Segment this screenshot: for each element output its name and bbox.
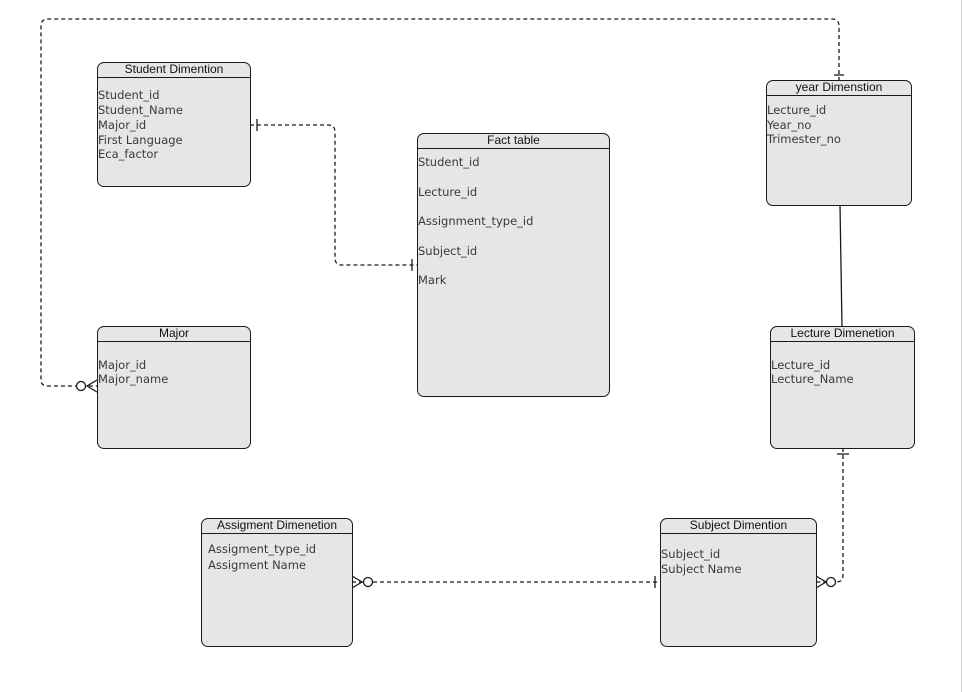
attribute: Lecture_id	[771, 358, 831, 372]
rel-lecture-subject-line	[816, 448, 844, 583]
attribute: Assignment_type_id	[418, 214, 534, 228]
rel-year-major-crowfoot	[85, 379, 98, 393]
attribute: Year_no	[767, 118, 812, 132]
attribute: Mark	[418, 273, 447, 287]
attribute: Lecture_Name	[771, 372, 854, 386]
entity-fact-table[interactable]: Fact table Student_id Lecture_id Assignm…	[417, 133, 610, 397]
attribute: Assigment Name	[208, 558, 307, 572]
entity-student-dimention[interactable]: Student Dimention Student_id Student_Nam…	[97, 62, 251, 187]
entity-assigment-dimenetion[interactable]: Assigment Dimenetion Assigment_type_id A…	[201, 518, 353, 647]
rel-subject-assignment-crowfoot	[351, 575, 364, 589]
entity-subject-dimention[interactable]: Subject Dimention Subject_id Subject Nam…	[660, 518, 817, 647]
entity-title: Lecture Dimenetion	[771, 327, 914, 342]
attribute: Lecture_id	[418, 185, 478, 199]
entity-title: year Dimenstion	[767, 81, 911, 96]
attribute: Subject_id	[661, 547, 721, 561]
attribute: Student_id	[418, 155, 480, 169]
rel-lecture-subject-crowfoot	[815, 575, 828, 589]
attribute: Lecture_id	[767, 103, 827, 117]
attribute: Major_id	[98, 358, 147, 372]
entity-title: Student Dimention	[98, 63, 250, 78]
attribute: Subject_id	[418, 244, 478, 258]
attribute: Student_Name	[98, 103, 183, 117]
entity-title: Fact table	[418, 134, 609, 149]
rel-year-major-zero-mark	[75, 380, 87, 392]
attribute: Major_id	[98, 118, 147, 132]
attribute: Student_id	[98, 88, 160, 102]
entity-year-dimenstion[interactable]: year Dimenstion Lecture_id Year_no Trime…	[766, 80, 912, 206]
rel-year-lecture-line	[839, 204, 843, 328]
attribute: Trimester_no	[767, 132, 841, 146]
entity-title: Subject Dimention	[661, 519, 816, 534]
rel-year-major-line	[40, 18, 840, 387]
rel-subject-assignment-zero-mark	[362, 576, 374, 588]
attribute: Major_name	[98, 372, 169, 386]
attribute: Eca_factor	[98, 147, 159, 161]
rel-lecture-subject-zero-mark	[825, 576, 837, 588]
attribute: First Language	[98, 133, 183, 147]
rel-student-fact-line	[250, 124, 418, 266]
entity-lecture-dimenetion[interactable]: Lecture Dimenetion Lecture_id Lecture_Na…	[770, 326, 915, 449]
attribute: Assigment_type_id	[208, 542, 317, 556]
entity-major[interactable]: Major Major_id Major_name	[97, 326, 251, 449]
entity-title: Assigment Dimenetion	[202, 519, 352, 534]
entity-title: Major	[98, 327, 250, 342]
attribute: Subject Name	[661, 562, 742, 576]
